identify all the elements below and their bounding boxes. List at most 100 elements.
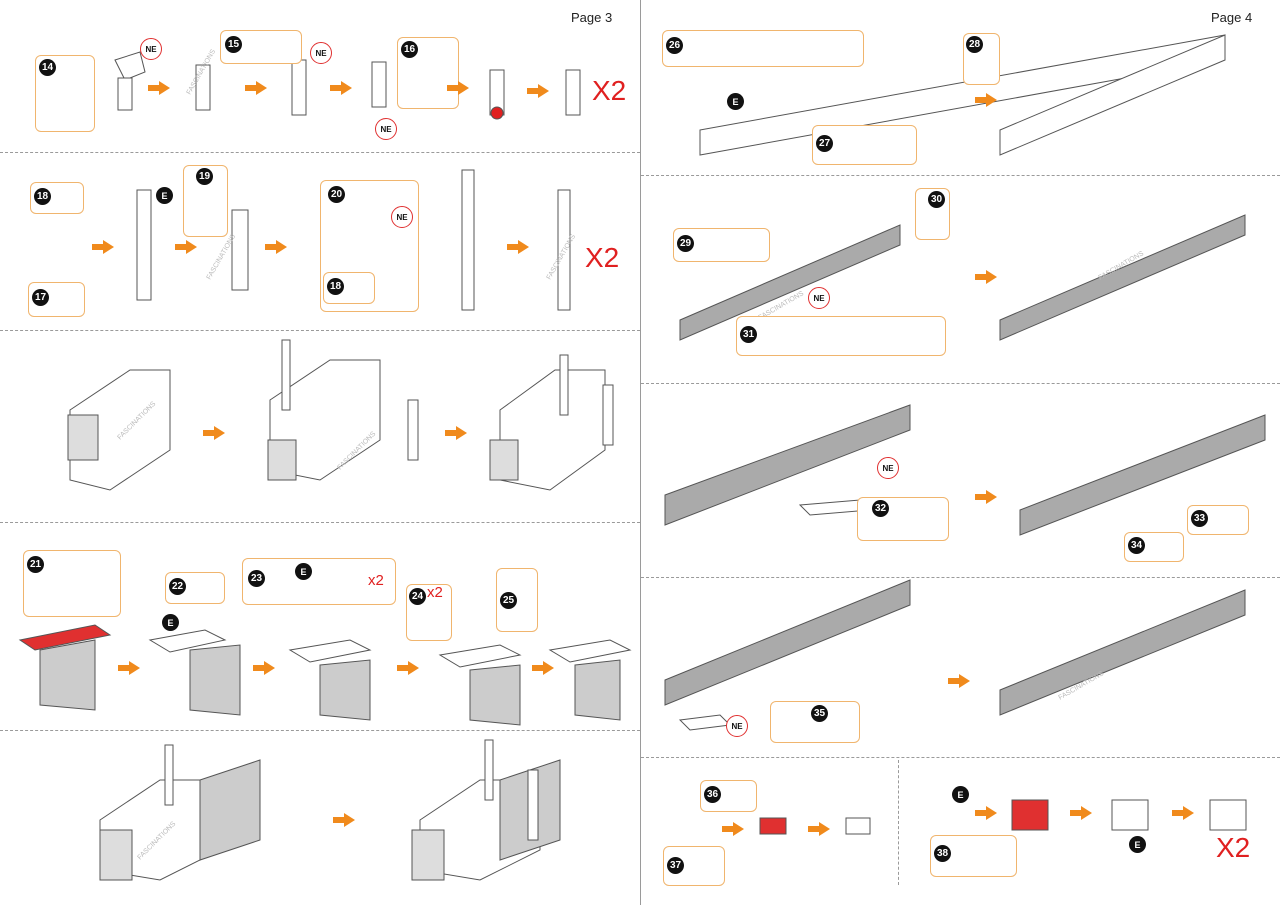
row-divider [0,152,640,153]
next-arrow-icon [975,93,997,107]
part-35-plate [678,714,732,731]
frame-rail [664,404,911,526]
next-arrow-icon [447,81,469,95]
step-19-number: 19 [196,168,213,185]
next-arrow-icon [948,674,970,688]
quantity-x2: X2 [1216,832,1251,863]
step-20-number: 20 [328,186,345,203]
step-23-number: 23 [248,570,265,587]
row-divider [641,383,1280,384]
ne-marker: NE [140,38,162,60]
step-18-number: 18 [34,188,51,205]
part-mudflap [574,659,621,721]
step-30-number: 30 [928,191,945,208]
step-29-number: 29 [677,235,694,252]
truck-cab-step [267,339,419,481]
frame-rail [999,214,1246,341]
ne-marker: NE [808,287,830,309]
step-33-number: 33 [1191,510,1208,527]
row-divider [0,730,640,731]
truck-with-sleeper [99,744,261,881]
next-arrow-icon [507,240,529,254]
row-divider [0,330,640,331]
frame-rail [679,224,901,341]
part-cap [490,106,504,120]
step-36-number: 36 [704,786,721,803]
e-marker: E [1129,836,1146,853]
row-divider [641,757,1280,758]
ne-marker: NE [375,118,397,140]
e-marker: E [727,93,744,110]
step-34-number: 34 [1128,537,1145,554]
row-divider [641,577,1280,578]
part-mudflap [39,639,96,711]
step-16-number: 16 [401,41,418,58]
quantity-x2: x2 [368,572,384,589]
page-divider [640,0,641,905]
next-arrow-icon [975,806,997,820]
frame-rail [1019,414,1266,536]
next-arrow-icon [253,661,275,675]
part-cylinder [117,77,133,111]
frame-rail [664,579,911,706]
e-marker: E [162,614,179,631]
part-exhaust [231,209,249,291]
part-deck [438,644,522,668]
next-arrow-icon [975,270,997,284]
part-exhaust [461,169,475,311]
e-marker: E [295,563,312,580]
ne-marker: NE [726,715,748,737]
ne-marker: NE [310,42,332,64]
next-arrow-icon [148,81,170,95]
part-cylinder [565,69,581,116]
next-arrow-icon [245,81,267,95]
next-arrow-icon [532,661,554,675]
step-32-number: 32 [872,500,889,517]
truck-with-sleeper [411,739,561,881]
part-cylinder [371,61,387,108]
next-arrow-icon [397,661,419,675]
step-15-number: 15 [225,36,242,53]
part-exhaust [557,189,571,311]
quantity-x2: X2 [585,242,620,273]
part-plate [845,817,871,835]
ne-marker: NE [877,457,899,479]
page-4-title: Page 4 [1211,10,1253,25]
step-28-number: 28 [966,36,983,53]
part-cube [1011,799,1049,831]
part-deck [548,639,632,663]
next-arrow-icon [175,240,197,254]
part-exhaust [136,189,152,301]
page-3-title: Page 3 [571,10,613,25]
step-27-number: 27 [816,135,833,152]
step-25-number: 25 [500,592,517,609]
next-arrow-icon [722,822,744,836]
step-22-number: 22 [169,578,186,595]
part-cube [1111,799,1149,831]
next-arrow-icon [527,84,549,98]
truck-cab-step [67,369,171,491]
next-arrow-icon [445,426,467,440]
part-mudflap [189,644,241,716]
e-marker: E [952,786,969,803]
truck-cab-step [489,354,614,491]
step-23-box [242,558,396,605]
e-marker: E [156,187,173,204]
next-arrow-icon [330,81,352,95]
next-arrow-icon [1070,806,1092,820]
quantity-x2: x2 [427,584,443,601]
part-deck [288,639,372,663]
part-mudflap [469,664,521,726]
step-26-box [662,30,864,67]
step-37-number: 37 [667,857,684,874]
step-21-number: 21 [27,556,44,573]
row-divider [0,522,640,523]
part-cube [1209,799,1247,831]
part-cylinder [291,59,307,116]
part-21-strip [18,624,112,651]
next-arrow-icon [1172,806,1194,820]
next-arrow-icon [333,813,355,827]
frame-rail [999,34,1226,156]
